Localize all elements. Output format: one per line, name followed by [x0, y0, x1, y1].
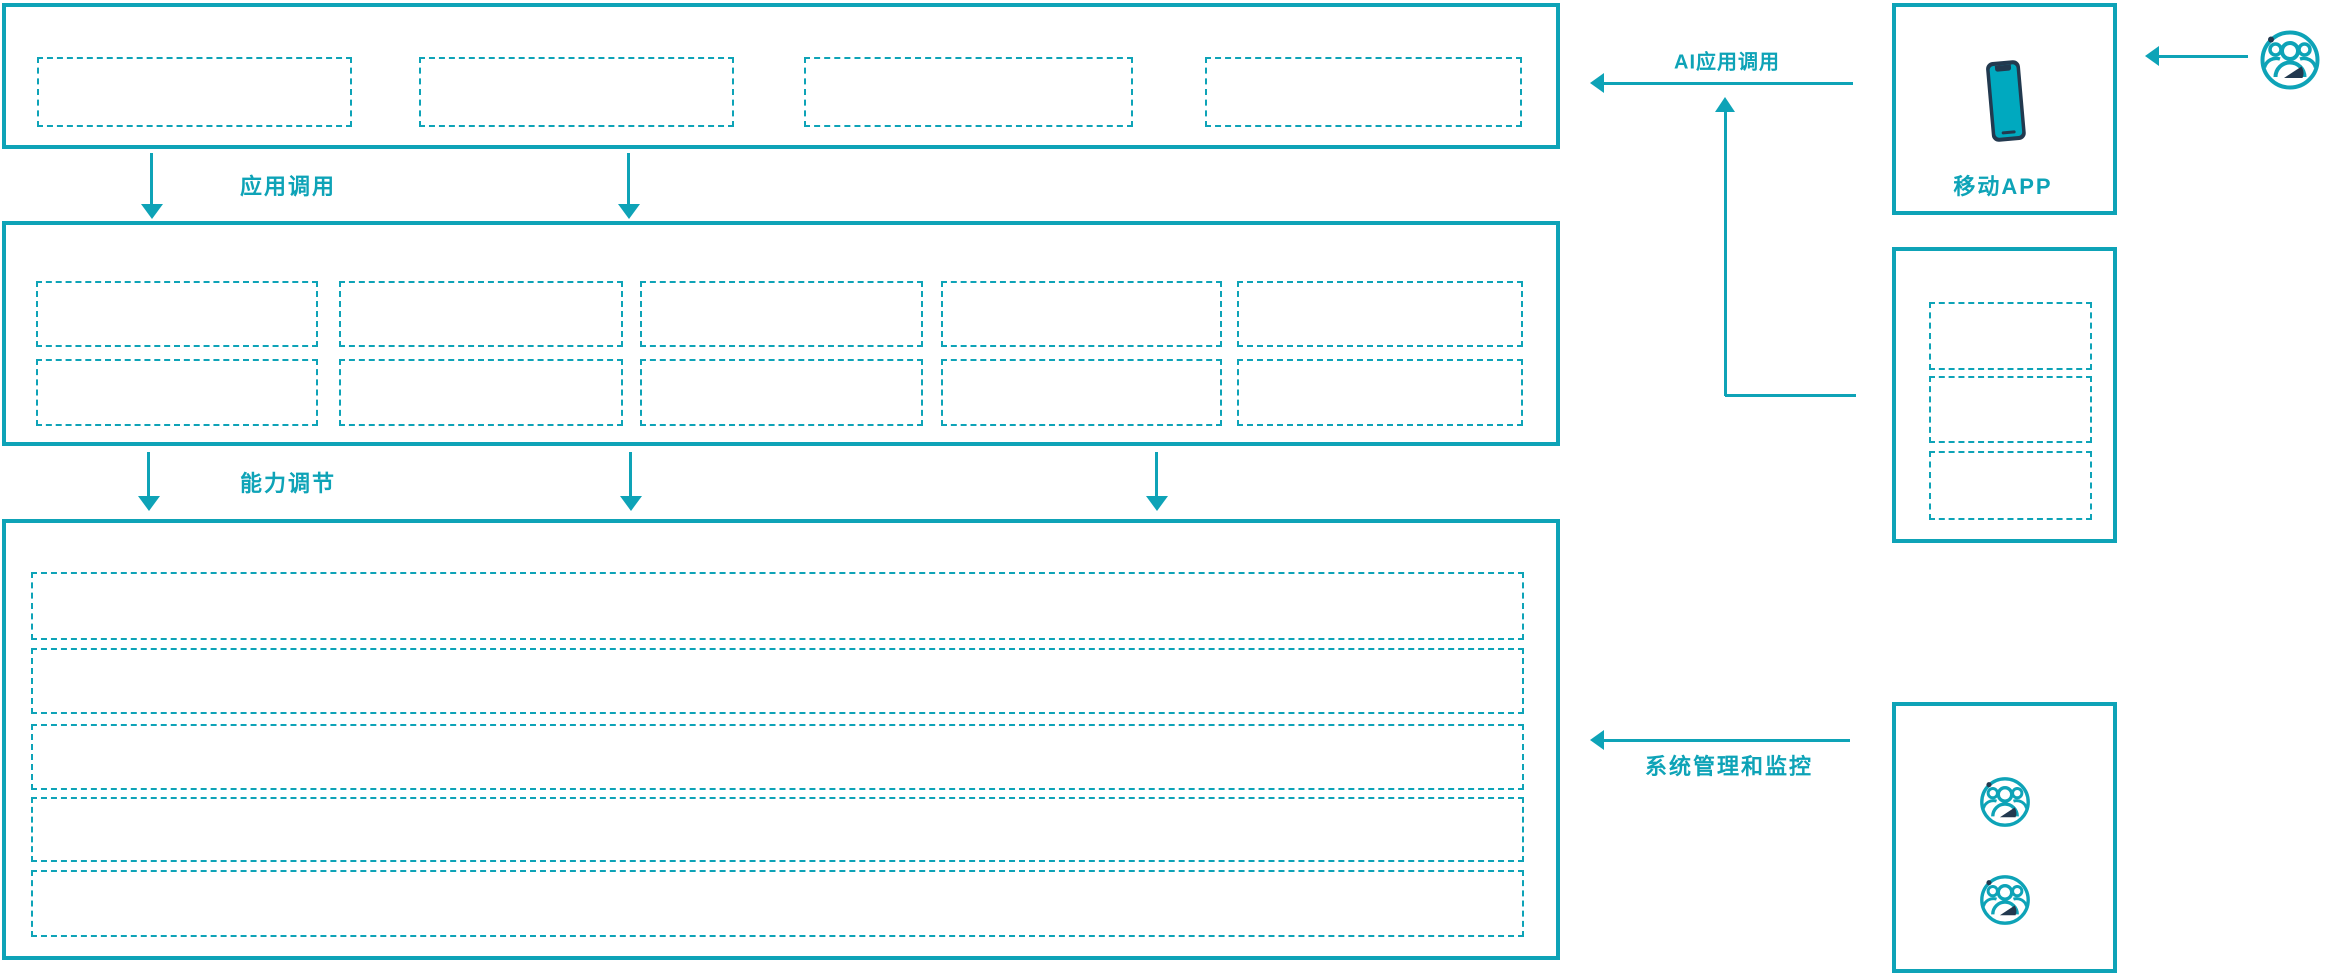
- mobile-app-label: 移动APP: [1953, 174, 2053, 199]
- top-layer-placeholder: [1205, 57, 1522, 127]
- top-layer-placeholder: [419, 57, 734, 127]
- admin-box: [1892, 702, 2117, 973]
- bottom-layer-row-placeholder: [31, 797, 1524, 862]
- middle-grid-placeholder: [339, 359, 623, 426]
- sysmgmt-arrow-line: [1604, 739, 1850, 742]
- app-call-label: 应用调用: [239, 174, 337, 199]
- users-group-icon: [1980, 875, 2030, 925]
- app-call-arrow-2-line: [627, 153, 630, 204]
- ai-app-call-arrow-head: [1590, 73, 1604, 93]
- middle-grid-placeholder: [640, 359, 923, 426]
- sysmgmt-arrow-head: [1590, 730, 1604, 750]
- user-to-app-arrow-line: [2159, 55, 2248, 58]
- bottom-layer-row-placeholder: [31, 648, 1524, 714]
- middle-grid-placeholder: [640, 281, 923, 347]
- top-layer-placeholder: [804, 57, 1133, 127]
- ai-app-call-label: AI应用调用: [1674, 51, 1780, 74]
- app-call-arrow-1-head: [141, 204, 163, 219]
- middle-grid-placeholder: [36, 281, 318, 347]
- capability-arrow-3-line: [1155, 452, 1158, 496]
- system-monitoring-label: 系统管理和监控: [1644, 754, 1814, 779]
- capability-tuning-label: 能力调节: [239, 471, 337, 496]
- middle-grid-placeholder: [941, 359, 1222, 426]
- middle-grid-placeholder: [941, 281, 1222, 347]
- top-layer-placeholder: [37, 57, 352, 127]
- stack-placeholder: [1929, 451, 2092, 520]
- app-call-arrow-1-line: [150, 153, 153, 204]
- stack-placeholder: [1929, 302, 2092, 370]
- capability-arrow-1-head: [138, 496, 160, 511]
- middle-grid-placeholder: [1237, 281, 1523, 347]
- middle-layer-box: [2, 221, 1560, 446]
- capability-arrow-2-head: [620, 496, 642, 511]
- stack-elbow-arrow-head: [1715, 97, 1735, 112]
- bottom-layer-box: [2, 519, 1560, 960]
- bottom-layer-row-placeholder: [31, 724, 1524, 790]
- capability-arrow-3-head: [1146, 496, 1168, 511]
- app-call-arrow-2-head: [618, 204, 640, 219]
- bottom-layer-row-placeholder: [31, 572, 1524, 640]
- users-group-icon: [2260, 30, 2320, 90]
- top-layer-box: [2, 3, 1560, 149]
- users-group-icon: [1980, 777, 2030, 827]
- middle-grid-placeholder: [339, 281, 623, 347]
- smartphone-icon: [1986, 60, 2026, 142]
- stack-elbow-hline: [1725, 394, 1856, 397]
- middle-grid-placeholder: [36, 359, 318, 426]
- capability-arrow-2-line: [629, 452, 632, 496]
- user-to-app-arrow-head: [2145, 46, 2159, 66]
- stack-elbow-vline: [1724, 112, 1727, 396]
- bottom-layer-row-placeholder: [31, 870, 1524, 937]
- ai-app-call-arrow-line: [1604, 82, 1853, 85]
- stack-placeholder: [1929, 376, 2092, 443]
- capability-arrow-1-line: [147, 452, 150, 496]
- middle-grid-placeholder: [1237, 359, 1523, 426]
